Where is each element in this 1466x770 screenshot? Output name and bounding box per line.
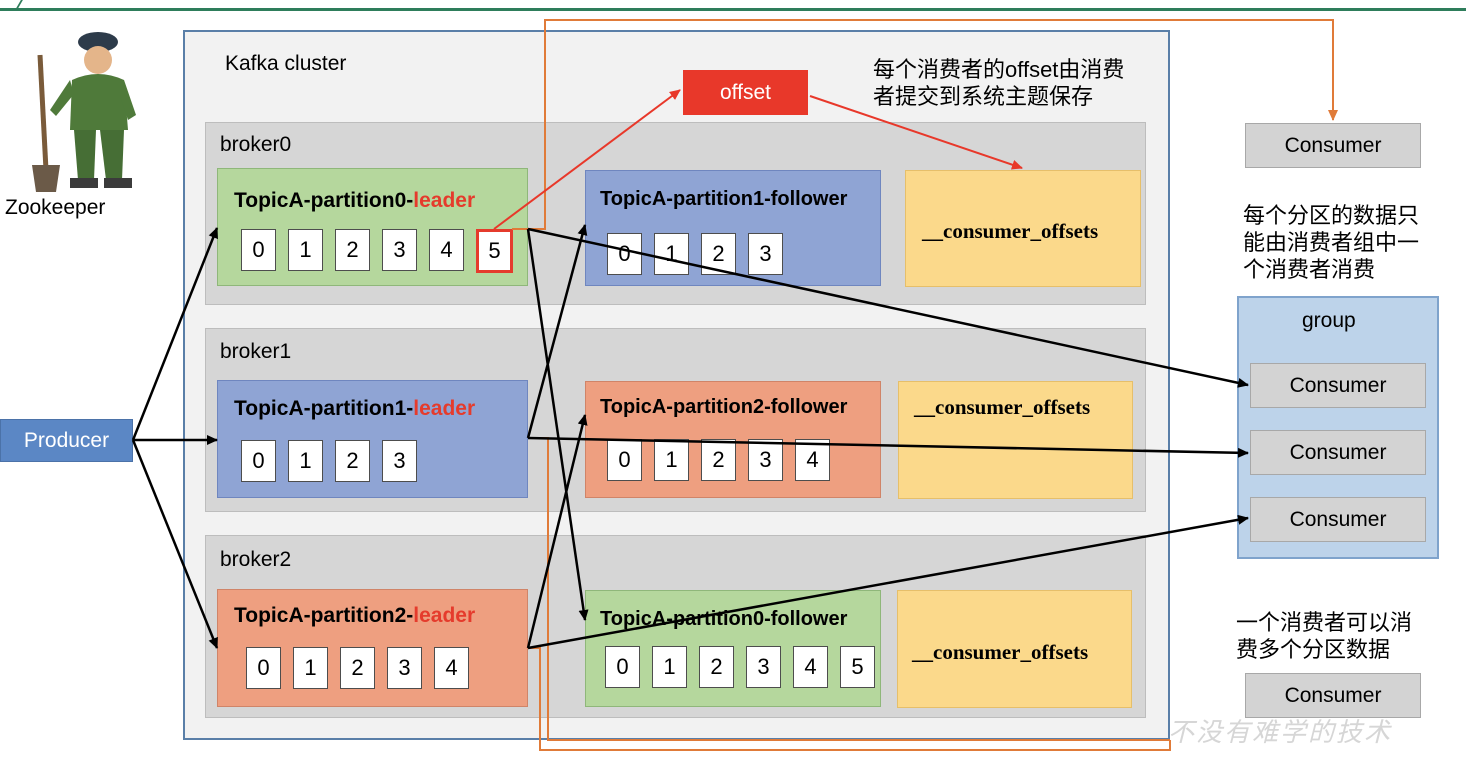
commit-line-partition0 xyxy=(512,19,1338,230)
group-consumer-1: Consumer xyxy=(1250,363,1426,408)
log-cell: 4 xyxy=(429,229,464,271)
partition-rule-note: 每个分区的数据只 能由消费者组中一 个消费者消费 xyxy=(1243,203,1420,282)
log-cell: 0 xyxy=(246,647,281,689)
broker-2-leader-title: TopicA-partition2-leader xyxy=(234,604,476,627)
offset-box: offset xyxy=(683,70,808,115)
partition1-to-group-consumer-2 xyxy=(527,436,1249,458)
offset-arrow-out xyxy=(809,95,1023,170)
partition0-to-group-consumer-1 xyxy=(527,227,1249,388)
log-cell-highlighted: 5 xyxy=(476,229,513,273)
consumer-bottom: Consumer xyxy=(1245,673,1421,718)
broker-0-label: broker0 xyxy=(220,133,292,156)
broker-0-leader-title: TopicA-partition0-leader xyxy=(234,189,476,212)
log-cell: 1 xyxy=(288,229,323,271)
zookeeper-label: Zookeeper xyxy=(5,196,106,219)
multi-partition-note: 一个消费者可以消 费多个分区数据 xyxy=(1236,610,1413,662)
broker-1-consumer-offsets xyxy=(898,381,1133,499)
log-cell: 2 xyxy=(699,646,734,688)
broker-0-offsets-label: __consumer_offsets xyxy=(922,219,1099,243)
log-cell: 2 xyxy=(340,647,375,689)
broker-1-leader-title: TopicA-partition1-leader xyxy=(234,397,476,420)
broker-1-label: broker1 xyxy=(220,340,292,363)
offset-arrow-in xyxy=(493,89,681,230)
log-cell: 4 xyxy=(795,439,830,481)
group-consumer-3: Consumer xyxy=(1250,497,1426,542)
log-cell: 2 xyxy=(335,440,370,482)
partition2-to-group-consumer-3 xyxy=(527,514,1249,650)
consumer-top: Consumer xyxy=(1245,123,1421,168)
log-cell: 0 xyxy=(605,646,640,688)
commit-line-partition2 xyxy=(528,647,1171,751)
group-consumer-2: Consumer xyxy=(1250,430,1426,475)
log-cell: 3 xyxy=(748,439,783,481)
replicate-p1-to-broker0 xyxy=(526,224,588,439)
replicate-p0-to-broker2 xyxy=(526,228,589,621)
log-cell: 3 xyxy=(382,229,417,271)
producer-to-partition2 xyxy=(131,439,219,649)
producer-to-partition0 xyxy=(131,227,219,441)
watermark: 不没有难学的技术 xyxy=(1168,718,1393,748)
producer-box: Producer xyxy=(0,419,133,462)
log-cell: 3 xyxy=(748,233,783,275)
zookeeper-figure-icon xyxy=(32,32,136,192)
replicate-p2-to-broker1 xyxy=(526,414,588,649)
header-divider xyxy=(0,8,1466,11)
log-cell: 3 xyxy=(387,647,422,689)
log-cell: 1 xyxy=(652,646,687,688)
log-cell: 4 xyxy=(434,647,469,689)
log-cell: 2 xyxy=(335,229,370,271)
log-cell: 3 xyxy=(382,440,417,482)
offset-commit-note: 每个消费者的offset由消费 者提交到系统主题保存 xyxy=(873,57,1125,109)
consumer-group-label: group xyxy=(1302,309,1356,332)
log-cell: 3 xyxy=(746,646,781,688)
cluster-title: Kafka cluster xyxy=(225,52,347,75)
log-cell: 0 xyxy=(607,233,642,275)
broker-1-follower-title: TopicA-partition2-follower xyxy=(600,396,848,418)
log-cell: 4 xyxy=(793,646,828,688)
broker-2-label: broker2 xyxy=(220,548,292,571)
broker-2-consumer-offsets xyxy=(897,590,1132,708)
broker-0-consumer-offsets xyxy=(905,170,1141,287)
log-cell: 0 xyxy=(241,440,276,482)
log-cell: 1 xyxy=(288,440,323,482)
broker-0-follower-title: TopicA-partition1-follower xyxy=(600,188,848,210)
broker-1-offsets-label: __consumer_offsets xyxy=(914,395,1091,419)
log-cell: 1 xyxy=(293,647,328,689)
log-cell: 2 xyxy=(701,439,736,481)
log-cell: 1 xyxy=(654,439,689,481)
log-cell: 0 xyxy=(241,229,276,271)
log-cell: 5 xyxy=(840,646,875,688)
broker-2-offsets-label: __consumer_offsets xyxy=(912,640,1089,664)
